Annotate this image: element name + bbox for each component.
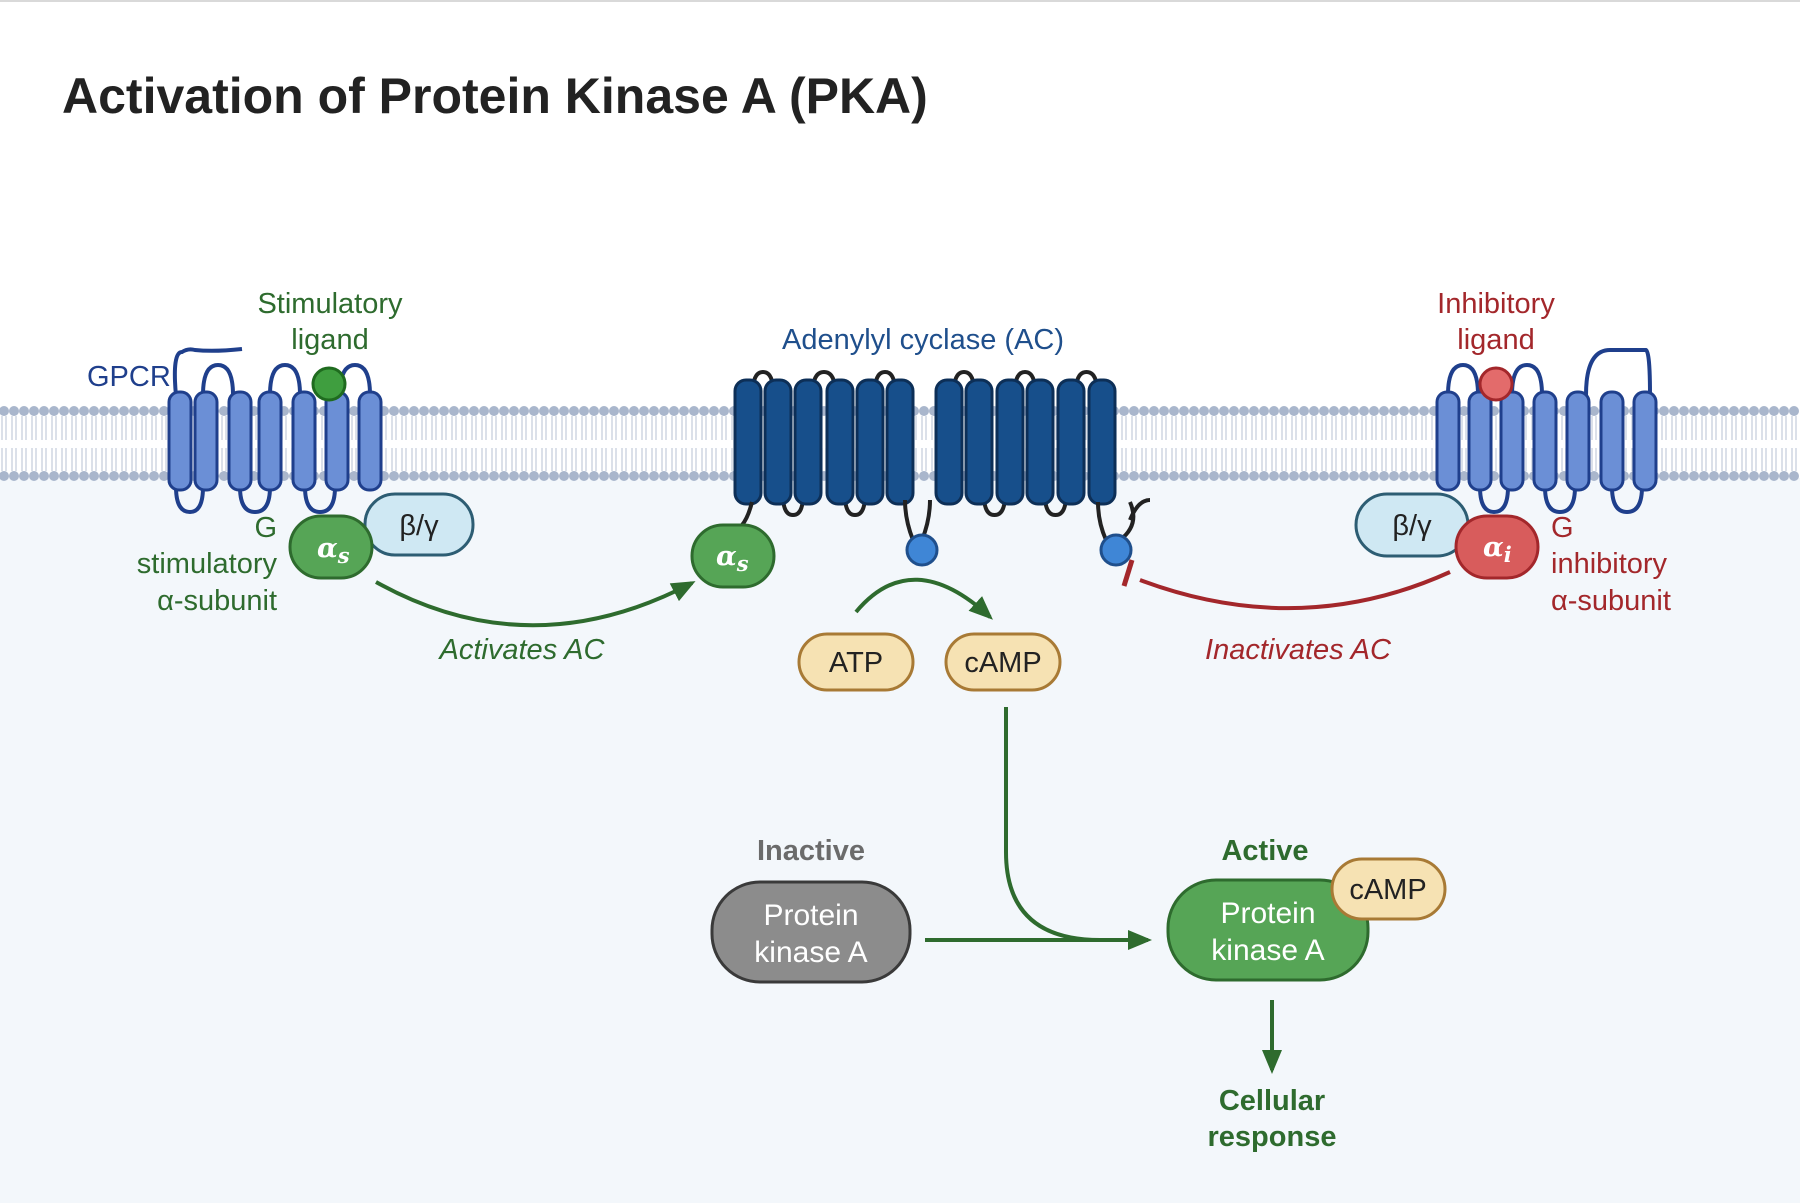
alpha-s-label-left: αs	[317, 533, 350, 568]
inactive-pka-label-line1: Protein	[763, 899, 858, 932]
inhibition-t-bar	[1121, 559, 1135, 587]
ac-transmembrane-helix	[1056, 378, 1086, 506]
adenylyl-cyclase	[733, 369, 1151, 567]
inhibitory-gpcr	[1435, 348, 1658, 515]
inactive-pka-label-line2: kinase A	[754, 936, 867, 969]
page-title: Activation of Protein Kinase A (PKA)	[62, 68, 928, 124]
alpha-s-label-bound: αs	[716, 541, 749, 576]
stimulatory-gpcr	[167, 347, 383, 515]
inhibitory-ligand-label-line2: ligand	[1457, 324, 1534, 356]
ac-transmembrane-helix	[733, 378, 763, 506]
inactivates-ac-inhibition-line	[1139, 570, 1451, 611]
alpha-i-label: αi	[1483, 532, 1512, 567]
transmembrane-helix	[357, 390, 383, 492]
bound-camp-label: cAMP	[1349, 874, 1426, 906]
camp-label: cAMP	[964, 647, 1041, 679]
transmembrane-helix	[1565, 390, 1591, 492]
ac-transmembrane-helix	[1025, 378, 1055, 506]
transmembrane-helix	[257, 390, 283, 492]
ac-transmembrane-helix	[1087, 378, 1117, 506]
ac-transmembrane-helix	[763, 378, 793, 506]
gi-label-line3: α-subunit	[1551, 585, 1671, 617]
gs-label-line3: α-subunit	[157, 585, 277, 617]
inactivates-ac-label: Inactivates AC	[1205, 634, 1392, 666]
beta-gamma-label-right: β/γ	[1392, 510, 1432, 542]
active-pka-label-line1: Protein	[1220, 897, 1315, 930]
stimulatory-ligand-label-line2: ligand	[291, 324, 368, 356]
cytoplasm	[0, 478, 1800, 1203]
ac-transmembrane-helix	[885, 378, 915, 506]
ac-transmembrane-helix	[825, 378, 855, 506]
transmembrane-helix	[227, 390, 253, 492]
stimulatory-ligand-label-line1: Stimulatory	[257, 288, 403, 320]
active-pka	[1166, 878, 1370, 982]
alpha-s-subunit-bound	[690, 523, 776, 589]
transmembrane-helix	[291, 390, 317, 492]
activates-ac-arrow	[375, 580, 696, 628]
active-pka-label-line2: kinase A	[1211, 934, 1324, 967]
transmembrane-helix	[1532, 390, 1558, 492]
gs-label-line1: G	[254, 512, 277, 544]
gpcr-label: GPCR	[87, 361, 171, 393]
transmembrane-helix	[1499, 390, 1525, 492]
transmembrane-helix	[324, 390, 350, 492]
beta-gamma-label-left: β/γ	[399, 510, 439, 542]
gi-label-line2: inhibitory	[1551, 548, 1668, 580]
ac-transmembrane-helix	[793, 378, 823, 506]
transmembrane-helix	[1599, 390, 1625, 492]
inactive-pka	[710, 880, 912, 984]
gi-label-line1: G	[1551, 512, 1574, 544]
adenylyl-cyclase-label: Adenylyl cyclase (AC)	[782, 324, 1064, 356]
inhibitory-ligand-dot	[1478, 366, 1514, 402]
atp-node	[797, 632, 915, 692]
camp-node	[944, 632, 1062, 692]
ac-transmembrane-helix	[995, 378, 1025, 506]
transmembrane-helix	[1435, 390, 1461, 492]
cellular-response-line2: response	[1208, 1121, 1337, 1153]
gs-label-line2: stimulatory	[137, 548, 278, 580]
ac-catalytic-domain-2	[1099, 533, 1133, 567]
inhibitory-ligand-label-line1: Inhibitory	[1437, 288, 1555, 320]
stimulatory-ligand-dot	[311, 366, 347, 402]
alpha-s-subunit-left	[288, 514, 374, 580]
transmembrane-helix	[167, 390, 193, 492]
transmembrane-helix	[1467, 390, 1493, 492]
transmembrane-helix	[193, 390, 219, 492]
ac-catalytic-domain-1	[905, 533, 939, 567]
active-label: Active	[1221, 835, 1308, 867]
beta-gamma-subunit-left	[363, 492, 475, 557]
bound-camp-node	[1330, 857, 1447, 921]
ac-transmembrane-helix	[855, 378, 885, 506]
alpha-i-subunit	[1454, 514, 1540, 580]
activates-ac-label: Activates AC	[438, 634, 606, 666]
ac-transmembrane-helix	[934, 378, 964, 506]
atp-to-camp-arrow	[854, 577, 993, 620]
ac-transmembrane-helix	[964, 378, 994, 506]
atp-label: ATP	[829, 647, 883, 679]
transmembrane-helix	[1632, 390, 1658, 492]
inactive-label: Inactive	[757, 835, 865, 867]
cellular-response-line1: Cellular	[1219, 1085, 1325, 1117]
